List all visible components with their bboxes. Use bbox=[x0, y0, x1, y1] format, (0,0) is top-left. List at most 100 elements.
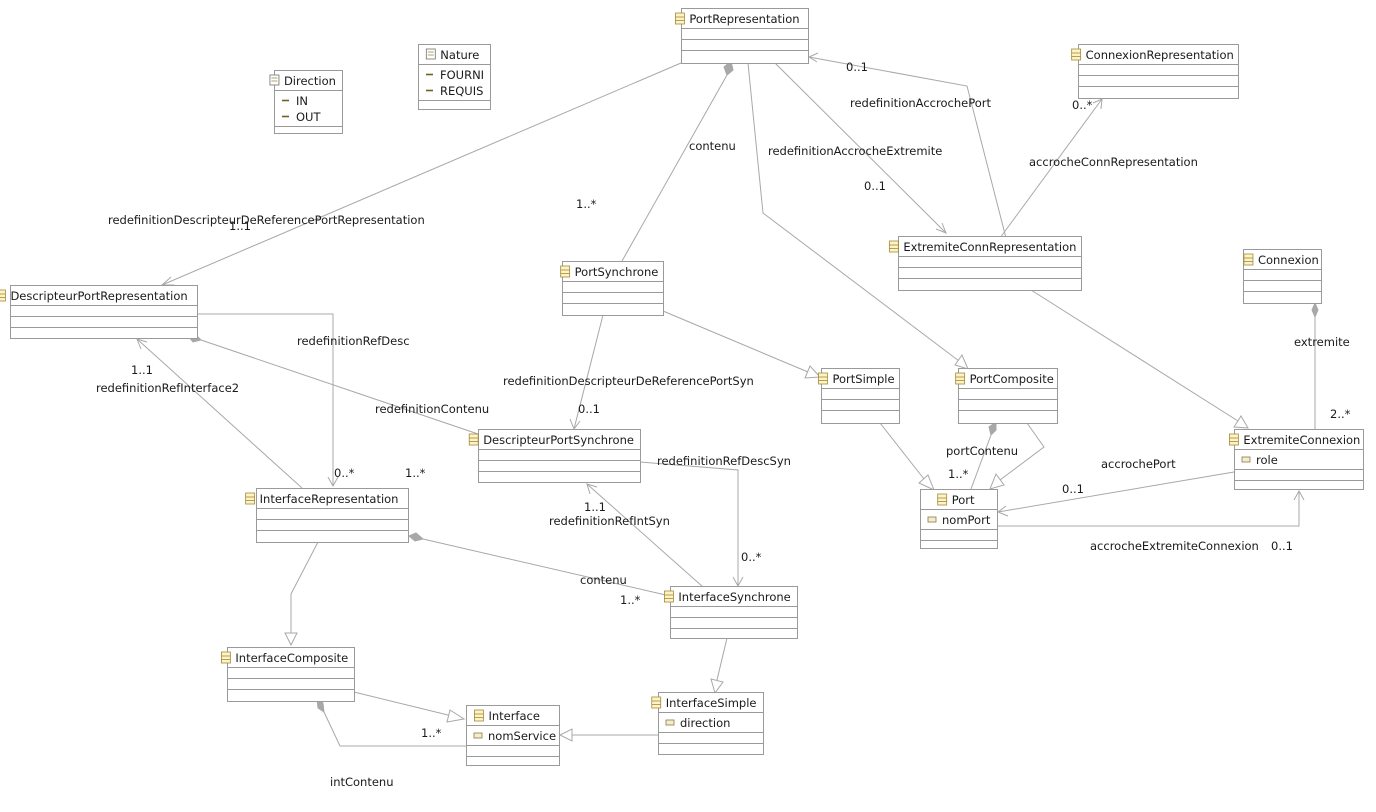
class-name: Nature bbox=[440, 48, 479, 62]
edge-interfacesynchrone-to-interfacesimple[interactable] bbox=[710, 637, 728, 695]
class-box-frame bbox=[658, 692, 764, 755]
edge-portsimple-to-port[interactable] bbox=[879, 422, 935, 491]
class-name: PortSimple bbox=[833, 372, 895, 386]
enum-literal: OUT bbox=[296, 110, 321, 124]
class-box-frame bbox=[670, 586, 798, 639]
mult-accroche-extremite-connexion: 0..1 bbox=[1271, 539, 1293, 553]
class-box-frame bbox=[681, 8, 809, 64]
edge-extremiteconnrep-to-extremiteconnexion[interactable] bbox=[1030, 289, 1249, 429]
label-redefinition-ref-int-syn: redefinitionRefIntSyn bbox=[549, 514, 670, 528]
enum-literal: IN bbox=[296, 94, 308, 108]
label-redefinition-contenu: redefinitionContenu bbox=[375, 402, 489, 416]
edge-interfacesimple-to-interface[interactable] bbox=[558, 728, 658, 742]
class-icon bbox=[818, 372, 828, 385]
mult-redefinition-accroche-extremite: 0..1 bbox=[864, 179, 886, 193]
label-redefinition-descripteur-port-syn: redefinitionDescripteurDeReferencePortSy… bbox=[503, 374, 754, 388]
label-accroche-conn-representation: accrocheConnRepresentation bbox=[1029, 155, 1198, 169]
edges bbox=[136, 52, 1319, 747]
mult-redefinition-ref-desc: 0..* bbox=[334, 466, 355, 480]
edge-int-contenu[interactable] bbox=[316, 697, 466, 747]
class-InterfaceSynchrone[interactable]: InterfaceSynchrone bbox=[664, 586, 798, 639]
class-PortSynchrone[interactable]: PortSynchrone bbox=[560, 261, 664, 316]
edge-accroche-port[interactable] bbox=[996, 471, 1235, 517]
class-box-frame bbox=[418, 44, 491, 110]
class-name: ExtremiteConnRepresentation bbox=[903, 240, 1076, 254]
class-ExtremiteConnRepresentation[interactable]: ExtremiteConnRepresentation bbox=[888, 236, 1082, 291]
class-name: Interface bbox=[488, 709, 540, 723]
edge-labels: 0..1 redefinitionAccrochePort 0..* accro… bbox=[96, 60, 1351, 789]
mult-redefinition-ref-desc-syn: 0..* bbox=[741, 550, 762, 564]
class-icon bbox=[937, 493, 948, 506]
mult-redefinition-descripteur-port-syn: 0..1 bbox=[578, 402, 600, 416]
edge-redefinition-ref-interface2[interactable] bbox=[136, 338, 303, 489]
edge-redefinition-ref-int-syn[interactable] bbox=[586, 483, 704, 588]
class-icon bbox=[474, 709, 484, 722]
class-box-frame bbox=[898, 236, 1082, 291]
class-box-frame bbox=[256, 488, 409, 543]
edge-portrepresentation-to-portcomposite[interactable] bbox=[747, 62, 969, 370]
class-box-frame bbox=[1243, 249, 1322, 304]
label-int-contenu: intContenu bbox=[330, 775, 394, 789]
class-name: InterfaceSimple bbox=[666, 696, 757, 710]
class-DescripteurPortRepresentation[interactable]: DescripteurPortRepresentation bbox=[0, 285, 198, 339]
mult-port-contenu: 1..* bbox=[948, 467, 969, 481]
mult-accroche-port: 0..1 bbox=[1062, 482, 1084, 496]
label-redefinition-ref-interface2: redefinitionRefInterface2 bbox=[96, 381, 239, 395]
label-redefinition-accroche-port: redefinitionAccrochePort bbox=[850, 96, 991, 110]
edge-interfacecomposite-to-interface[interactable] bbox=[353, 691, 466, 723]
edge-accroche-extremite-connexion[interactable] bbox=[997, 489, 1305, 527]
class-PortSimple[interactable]: PortSimple bbox=[818, 368, 900, 424]
mult-redefinition-accroche-port: 0..1 bbox=[846, 60, 868, 74]
attribute-name: nomPort bbox=[942, 513, 991, 527]
enum-literal: FOURNI bbox=[440, 68, 484, 82]
attribute-icon bbox=[927, 516, 937, 523]
enumeration-icon bbox=[269, 74, 280, 86]
class-name: DescripteurPortSynchrone bbox=[483, 433, 634, 447]
class-name: DescripteurPortRepresentation bbox=[10, 289, 187, 303]
class-icon bbox=[220, 651, 231, 664]
class-icon bbox=[560, 265, 571, 278]
edge-redefinition-accroche-extremite[interactable] bbox=[774, 62, 947, 234]
class-name: Connexion bbox=[1258, 253, 1319, 267]
class-box-frame bbox=[10, 285, 198, 339]
label-extremite: extremite bbox=[1294, 335, 1350, 349]
class-Connexion[interactable]: Connexion bbox=[1243, 249, 1322, 304]
class-InterfaceRepresentation[interactable]: InterfaceRepresentation bbox=[245, 488, 409, 543]
class-InterfaceComposite[interactable]: InterfaceComposite bbox=[220, 647, 355, 702]
edge-extremite[interactable] bbox=[1311, 301, 1319, 429]
class-PortComposite[interactable]: PortComposite bbox=[955, 368, 1058, 424]
class-name: PortSynchrone bbox=[575, 265, 659, 279]
class-DescripteurPortSynchrone[interactable]: DescripteurPortSynchrone bbox=[468, 429, 641, 483]
mult-contenu-port-synchrone: 1..* bbox=[576, 197, 597, 211]
edge-portsynchrone-to-portsimple[interactable] bbox=[662, 310, 822, 379]
enumeration-icon bbox=[425, 48, 436, 60]
class-icon bbox=[888, 240, 899, 253]
class-icon bbox=[245, 492, 256, 505]
edge-contenu-interface-synchrone[interactable] bbox=[408, 532, 671, 597]
class-name: ConnexionRepresentation bbox=[1086, 48, 1234, 62]
class-icon bbox=[0, 289, 6, 302]
class-box-frame bbox=[274, 70, 343, 134]
class-name: Direction bbox=[284, 74, 336, 88]
class-name: PortComposite bbox=[970, 372, 1054, 386]
edge-contenu-port-synchrone[interactable] bbox=[621, 60, 734, 262]
edge-port-contenu[interactable] bbox=[970, 421, 997, 490]
edge-portcomposite-to-port[interactable] bbox=[989, 422, 1045, 490]
edge-interfacerepresentation-to-interfacecomposite[interactable] bbox=[284, 541, 319, 647]
edge-redefinition-ref-desc[interactable] bbox=[197, 313, 339, 488]
class-box-frame bbox=[958, 368, 1058, 424]
class-ConnexionRepresentation[interactable]: ConnexionRepresentation bbox=[1071, 44, 1239, 99]
class-name: PortRepresentation bbox=[689, 12, 799, 26]
class-name: ExtremiteConnexion bbox=[1243, 433, 1360, 447]
class-box-frame bbox=[227, 647, 355, 702]
label-redefinition-accroche-extremite: redefinitionAccrocheExtremite bbox=[768, 144, 942, 158]
class-PortRepresentation[interactable]: PortRepresentation bbox=[675, 8, 809, 64]
